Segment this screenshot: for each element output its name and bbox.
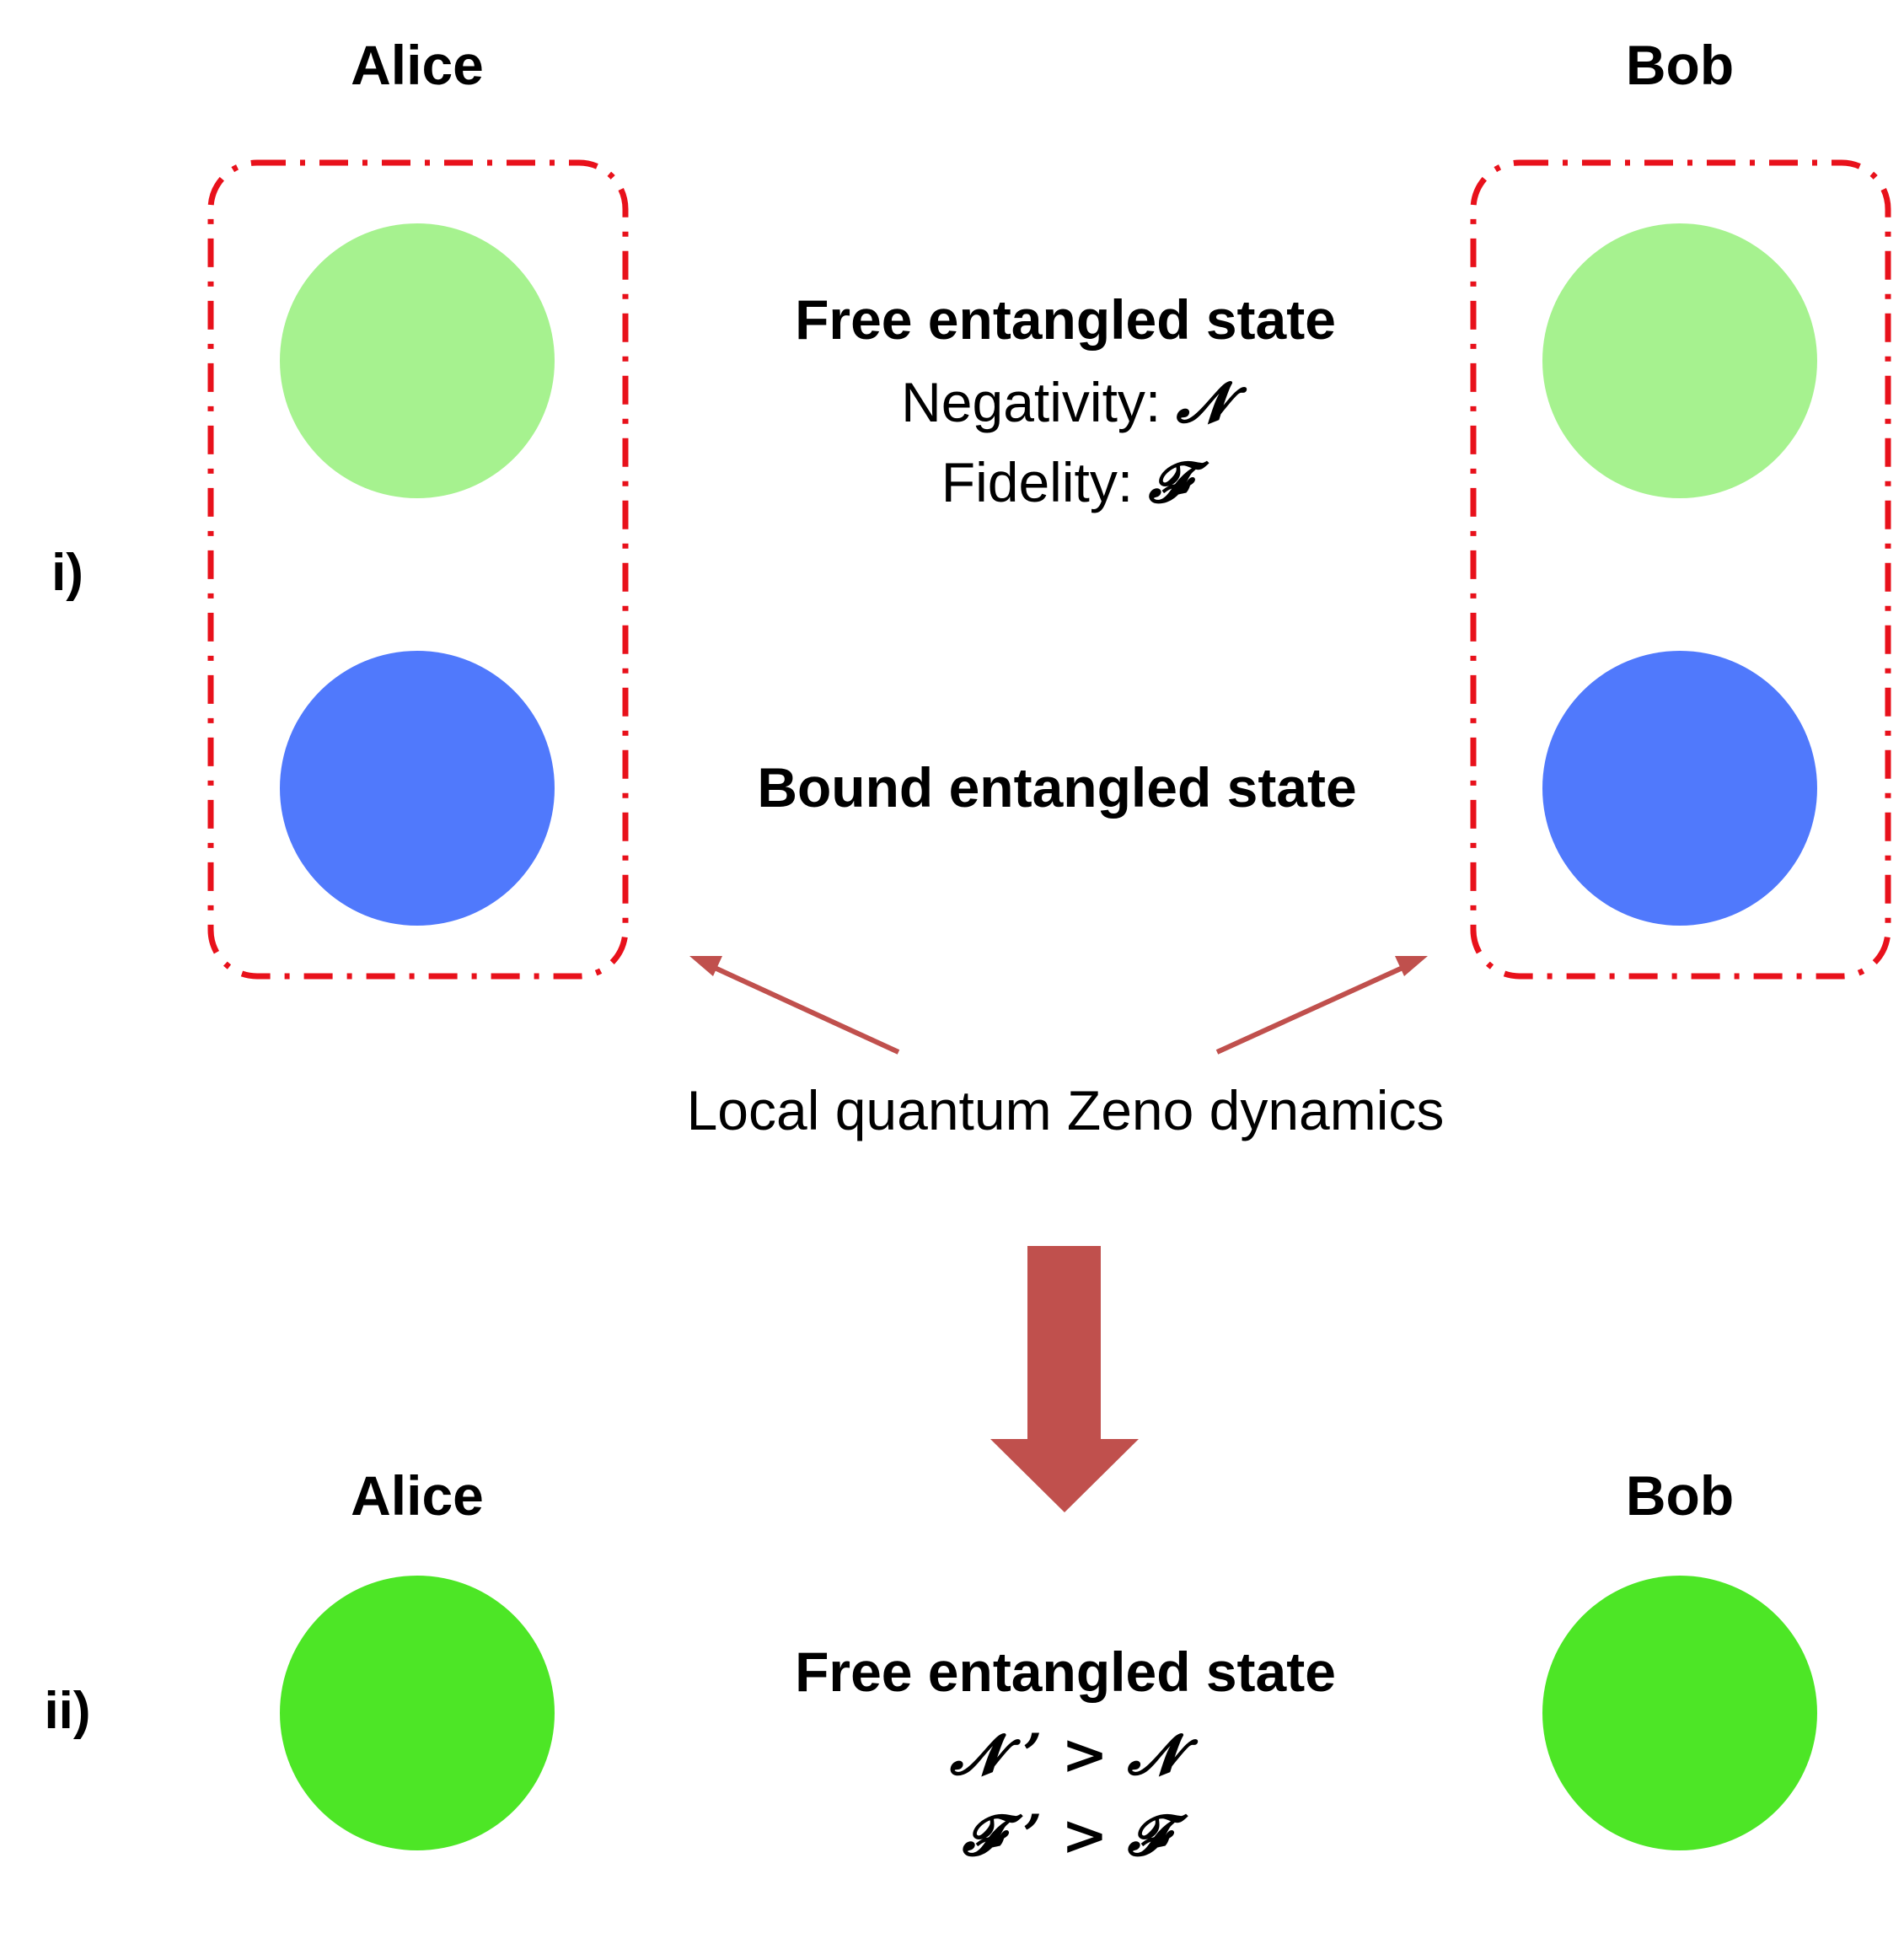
bob-bound-particle: [1542, 651, 1817, 926]
bob-label-bottom: Bob: [1626, 1464, 1734, 1527]
fidelity-symbol: 𝓕: [1148, 449, 1210, 515]
alice-label-top: Alice: [351, 34, 484, 96]
fidelity-line: Fidelity: 𝓕: [941, 449, 1210, 515]
free-state-title-bottom: Free entangled state: [795, 1640, 1336, 1703]
bob-particle-box: [1470, 159, 1891, 980]
alice-label-bottom: Alice: [351, 1464, 484, 1527]
negativity-symbol: 𝓝: [1176, 369, 1247, 435]
bound-state-title: Bound entangled state: [757, 756, 1356, 819]
alice-particle-box: [207, 159, 629, 980]
bob-free-particle: [1542, 223, 1817, 498]
panel-ii-label: ii): [44, 1682, 90, 1740]
negativity-relation: 𝓝 ’ > 𝓝: [949, 1721, 1198, 1787]
transition-arrow: [990, 1246, 1139, 1512]
dynamics-label: Local quantum Zeno dynamics: [687, 1079, 1445, 1141]
arrow-to-bob-box: [1215, 956, 1428, 1055]
fidelity-relation: 𝓕 ’ > 𝓕: [962, 1802, 1189, 1868]
alice-free-particle: [280, 223, 555, 498]
panel-i-label: i): [51, 544, 83, 602]
bob-label-top: Bob: [1626, 34, 1734, 96]
free-state-title-top: Free entangled state: [795, 288, 1336, 351]
negativity-label: Negativity:: [901, 371, 1176, 433]
arrow-to-alice-box: [689, 956, 900, 1055]
alice-result-particle: [280, 1576, 555, 1850]
fidelity-label: Fidelity:: [941, 451, 1149, 513]
negativity-line: Negativity: 𝓝: [901, 369, 1247, 435]
alice-bound-particle: [280, 651, 555, 926]
bob-result-particle: [1542, 1576, 1817, 1850]
